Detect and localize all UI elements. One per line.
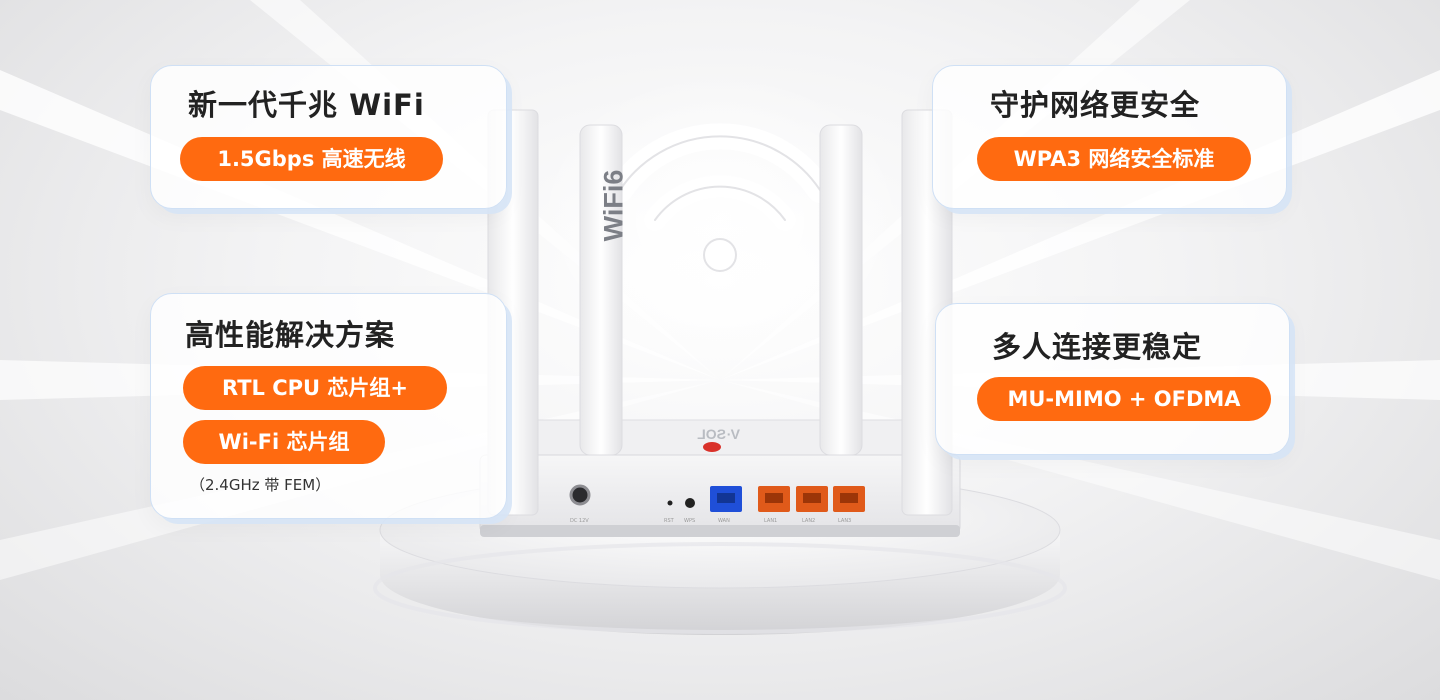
feature-pill-mumimo: MU-MIMO + OFDMA [977,377,1271,421]
port-label-dc: DC 12V [570,518,589,524]
feature-pill-speed: 1.5Gbps 高速无线 [180,137,443,181]
port-label-lan3: LAN3 [838,518,852,524]
port-label-wan: WAN [718,518,730,524]
feature-title-security: 守护网络更安全 [990,88,1201,122]
port-label-wps: WPS [684,518,696,524]
port-label-rst: RST [664,518,674,524]
feature-note-fem: （2.4GHz 带 FEM） [190,476,331,494]
svg-text:V·SOL: V·SOL [697,426,740,442]
router-image: V·SOL [479,109,961,537]
port-label-lan1: LAN1 [764,518,778,524]
feature-pill-chipset: Wi-Fi 芯片组 [183,420,385,464]
port-label-lan2: LAN2 [802,518,816,524]
feature-pill-cpu: RTL CPU 芯片组+ [183,366,447,410]
feature-title-performance: 高性能解决方案 [185,318,396,352]
feature-title-wifi: 新一代千兆 WiFi [188,88,425,122]
feature-pill-wpa3: WPA3 网络安全标准 [977,137,1251,181]
feature-title-multiuser: 多人连接更稳定 [992,330,1203,364]
antenna-wifi6-logo: WiFi6 [598,169,629,242]
wifi-signal-icon [607,123,833,272]
